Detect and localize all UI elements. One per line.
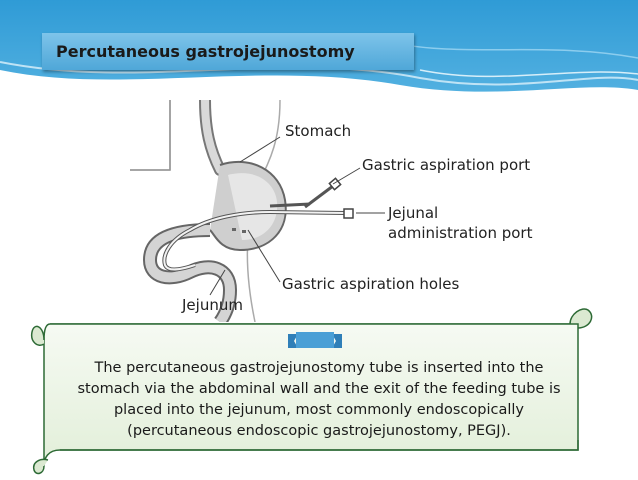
label-stomach: Stomach bbox=[285, 122, 352, 140]
gastrojejunostomy-diagram: Stomach Gastric aspiration port Jejunal … bbox=[130, 94, 533, 327]
diagram-illustration bbox=[130, 94, 385, 327]
label-jejunum: Jejunum bbox=[182, 296, 243, 314]
title-box: Percutaneous gastrojejunostomy bbox=[42, 33, 414, 70]
label-gastric-aspiration-holes: Gastric aspiration holes bbox=[282, 275, 460, 293]
caption-scroll bbox=[30, 300, 596, 476]
label-jejunal-line2: administration port bbox=[388, 224, 533, 242]
slide-title: Percutaneous gastrojejunostomy bbox=[56, 42, 355, 61]
label-gastric-aspiration-port: Gastric aspiration port bbox=[362, 156, 531, 174]
label-jejunal-line1: Jejunal bbox=[388, 204, 439, 222]
caption-text: The percutaneous gastrojejunostomy tube … bbox=[77, 360, 561, 439]
ribbon-badge bbox=[288, 332, 342, 348]
scroll-shape bbox=[30, 308, 593, 475]
